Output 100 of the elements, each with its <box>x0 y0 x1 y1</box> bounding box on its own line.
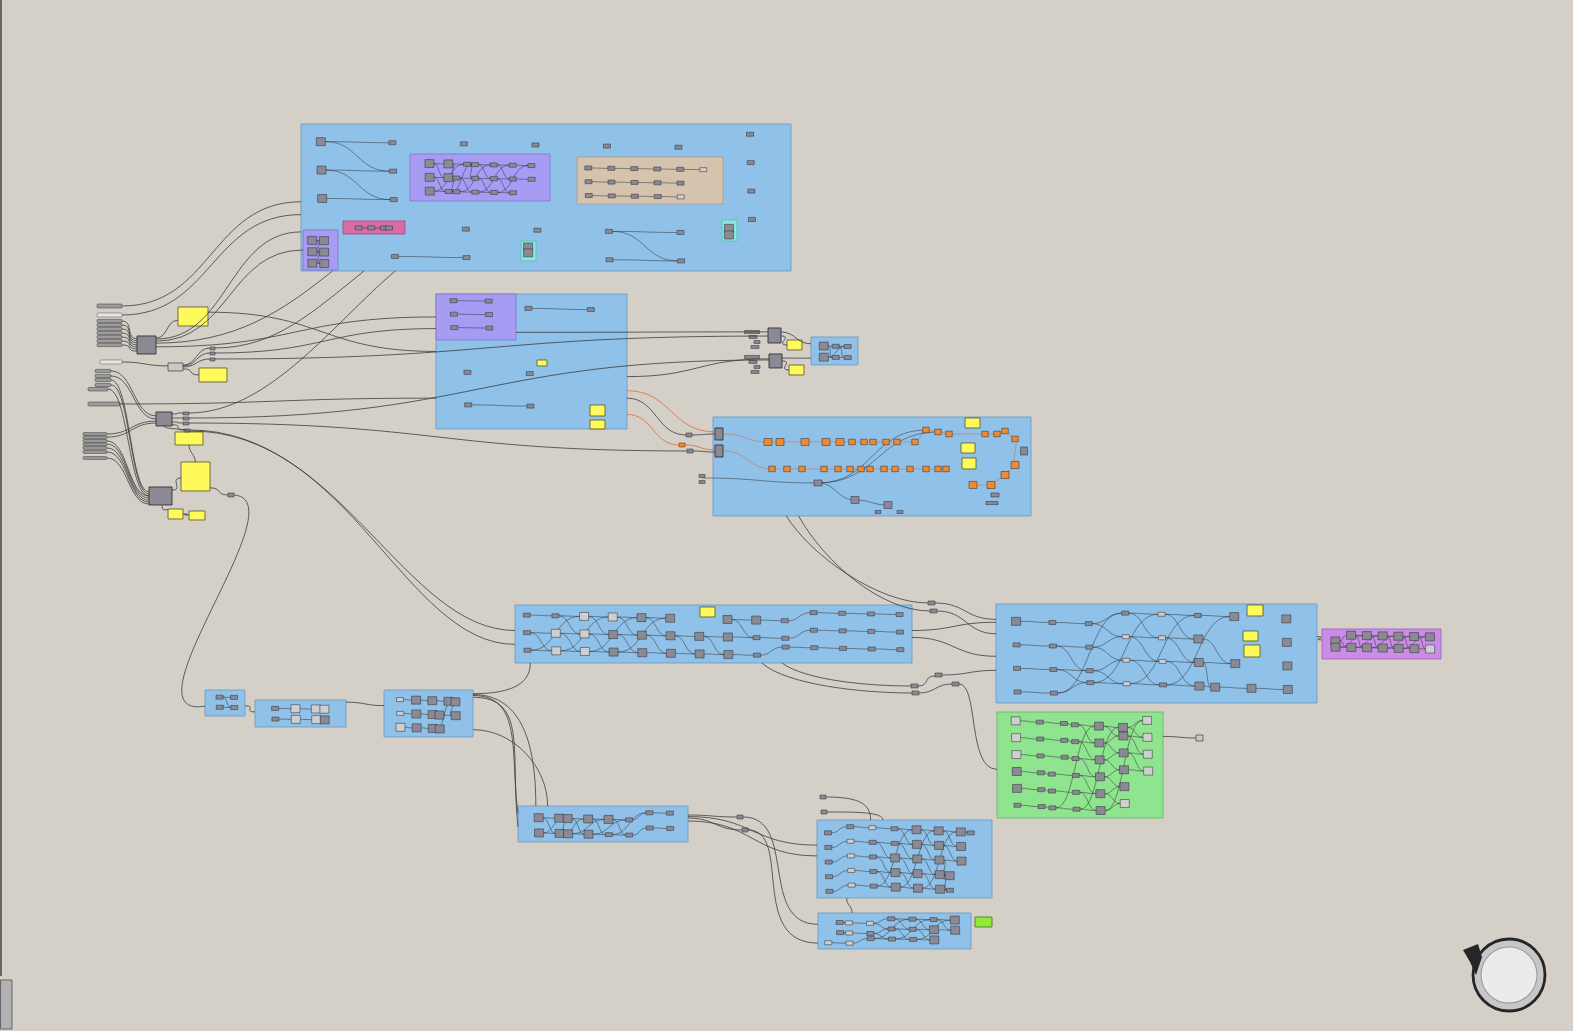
panel-box <box>964 417 981 429</box>
wire <box>171 424 185 431</box>
wire <box>941 669 997 676</box>
wire <box>934 602 997 620</box>
wire <box>214 335 769 360</box>
wire <box>345 701 385 707</box>
panel-box <box>974 916 993 928</box>
wire <box>214 328 437 354</box>
panel-box <box>699 606 716 618</box>
wire <box>155 249 304 342</box>
wire <box>911 621 997 631</box>
group-box <box>435 293 517 341</box>
wire <box>472 729 548 807</box>
relay-box <box>820 809 828 815</box>
wire <box>121 344 138 352</box>
slider-bar <box>96 327 123 331</box>
panel-box <box>589 419 606 430</box>
wire <box>742 816 819 925</box>
wire <box>825 796 871 821</box>
panel-box <box>167 508 184 520</box>
wire <box>182 347 211 366</box>
relay-box <box>934 672 943 678</box>
relay-box <box>819 794 827 800</box>
slider-bar <box>96 323 123 327</box>
wire <box>826 811 884 821</box>
wire <box>936 610 997 635</box>
relay-box <box>183 428 191 433</box>
relay-box <box>741 827 749 833</box>
wire <box>155 316 437 348</box>
slider-bar <box>96 312 123 318</box>
relay-box <box>951 681 960 687</box>
slider-bar <box>82 432 108 436</box>
relay-box <box>927 600 936 606</box>
wire <box>626 397 687 436</box>
wire <box>161 504 169 511</box>
slider-bar <box>96 303 123 309</box>
panel-box <box>198 367 228 383</box>
wire <box>181 494 250 707</box>
wire <box>781 360 790 371</box>
wire <box>171 412 184 415</box>
slider-bar <box>82 435 108 440</box>
relay-box <box>736 814 744 820</box>
panel-box <box>177 306 209 327</box>
wire <box>1162 736 1197 739</box>
wire <box>171 477 182 491</box>
wire <box>182 513 190 516</box>
component-box <box>768 353 783 369</box>
wire <box>121 328 138 344</box>
relay-box <box>227 492 235 498</box>
slider-bar <box>96 339 123 343</box>
wire <box>244 705 256 713</box>
wire <box>121 201 302 307</box>
slider-bar <box>82 450 108 454</box>
relay-box <box>686 448 694 454</box>
component-box <box>155 411 173 427</box>
relay-box <box>182 421 190 426</box>
wire <box>761 662 913 694</box>
panel-box <box>589 404 606 417</box>
wire <box>171 421 184 424</box>
wire <box>121 336 138 348</box>
wire <box>958 683 998 770</box>
slider-bar <box>94 383 112 387</box>
slider-bar <box>94 374 112 378</box>
wire <box>918 683 953 694</box>
slider-bar <box>96 335 123 339</box>
relay-box <box>182 411 190 416</box>
wire <box>188 422 688 452</box>
wire <box>781 357 812 359</box>
slider-bar <box>94 378 112 382</box>
wire <box>155 319 179 339</box>
slider-bar <box>94 369 112 373</box>
wire <box>182 352 211 367</box>
wire <box>846 897 853 914</box>
relay-box <box>910 683 919 689</box>
wire <box>214 270 365 349</box>
relay-box <box>929 608 938 614</box>
component-box <box>1195 734 1204 742</box>
slider-bar <box>82 439 108 443</box>
wire <box>155 270 333 344</box>
wire <box>121 340 138 350</box>
slider-bar <box>87 387 109 392</box>
wire <box>182 358 211 368</box>
wire <box>687 817 743 831</box>
relay-box <box>182 416 190 421</box>
wire <box>785 515 929 604</box>
panel-box <box>536 359 548 367</box>
wire <box>119 397 437 405</box>
wire <box>747 829 819 944</box>
wire <box>182 368 200 376</box>
wire <box>171 417 184 419</box>
wire <box>917 675 936 687</box>
wire <box>472 662 531 695</box>
panel-box <box>788 364 805 376</box>
wire <box>780 335 788 346</box>
wire <box>121 324 138 342</box>
wire <box>163 425 190 433</box>
component-box <box>767 327 782 344</box>
relay-box <box>209 346 216 351</box>
component-box <box>148 486 173 506</box>
slider-bar <box>82 456 108 460</box>
